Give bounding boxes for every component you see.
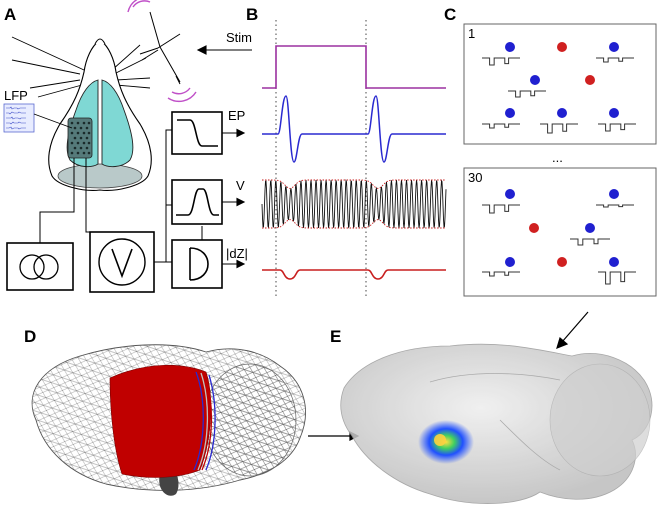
stim-trace — [262, 45, 446, 89]
electrode-dot — [609, 257, 619, 267]
panel-c: C 1 ... 30 — [444, 5, 657, 350]
v-envelope-bottom — [262, 219, 446, 229]
electrode-trace — [482, 57, 520, 66]
electrode-dot — [557, 42, 567, 52]
ep-trace — [262, 95, 446, 163]
panel-b-letter: B — [246, 5, 258, 24]
recording-wires — [11, 36, 151, 98]
glass-cerebellum — [549, 363, 651, 477]
electrode-trace — [540, 123, 578, 134]
glass-sulcus — [429, 373, 561, 383]
filter-output-arrows — [222, 128, 246, 269]
brain-right-hemisphere — [101, 79, 134, 168]
demodulator-box — [171, 239, 223, 289]
stim-arcs-top — [127, 0, 151, 13]
electrode-dot — [609, 42, 619, 52]
electrode-map-30-index: 30 — [468, 170, 482, 185]
v-label: V — [236, 178, 245, 193]
panel-b: B EP V |dZ| — [226, 5, 447, 296]
electrode-trace — [482, 204, 520, 214]
stim-arcs-bottom — [167, 87, 197, 103]
electrode-dot — [505, 42, 515, 52]
panel-e: E — [330, 327, 653, 504]
electrode-dot — [609, 108, 619, 118]
electrode-trace — [570, 238, 610, 246]
mesh-electrode-band — [109, 364, 212, 478]
lfp-label: LFP — [4, 88, 28, 103]
current-source-box — [6, 242, 74, 291]
rat-nose — [94, 38, 106, 45]
bandpass-filter-box — [171, 179, 223, 225]
dz-label: |dZ| — [226, 246, 248, 261]
electrode-trace — [596, 204, 634, 208]
electrode-trace — [508, 90, 546, 98]
electrode-map-1-frame — [463, 23, 657, 145]
electrode-trace — [482, 271, 520, 277]
panel-a: A — [3, 0, 252, 293]
electrode-trace — [596, 57, 634, 63]
dz-trace — [262, 269, 446, 280]
activation-peak — [434, 434, 446, 446]
cerebellum — [57, 163, 143, 189]
mesh-cerebellum — [203, 363, 297, 477]
electrode-trace — [482, 123, 520, 129]
electrode-map-1 — [482, 42, 636, 134]
panel-d-letter: D — [24, 327, 36, 346]
panel-e-letter: E — [330, 327, 341, 346]
electrode-map-30-frame — [463, 167, 657, 297]
mesh-band-rings — [193, 371, 216, 471]
stim-arrow — [196, 45, 252, 55]
electrode-dot — [505, 257, 515, 267]
electrode-dot — [505, 189, 515, 199]
activation-blob — [418, 420, 474, 464]
electrode-map-1-index: 1 — [468, 26, 475, 41]
v-oscillation-trace — [261, 178, 447, 229]
electrode-dot — [585, 75, 595, 85]
electrode-dot — [505, 108, 515, 118]
stim-label: Stim — [226, 30, 252, 45]
ep-label: EP — [228, 108, 245, 123]
lfp-pointer — [33, 113, 73, 129]
stim-onset-offset-markers — [275, 20, 367, 296]
voltmeter-box — [89, 231, 155, 293]
stim-electrodes — [139, 11, 181, 85]
electrode-dot — [529, 223, 539, 233]
panel-d: D — [24, 327, 360, 496]
electrode-trace — [598, 123, 636, 132]
electrode-map-30 — [482, 189, 636, 285]
electrode-dot — [557, 257, 567, 267]
map-ellipsis: ... — [552, 150, 563, 165]
electrode-array-contacts — [70, 121, 91, 155]
electrode-trace — [598, 271, 636, 285]
glass-ventricle — [499, 419, 561, 471]
panel-a-letter: A — [4, 5, 16, 24]
electrode-dot — [609, 189, 619, 199]
to-reconstruction-arrow — [556, 311, 589, 350]
lfp-traces-icon — [3, 103, 35, 133]
lowpass-filter-box — [171, 111, 223, 155]
electrode-dot — [557, 108, 567, 118]
panel-c-letter: C — [444, 5, 456, 24]
electrode-dot — [530, 75, 540, 85]
v-envelope-top — [262, 179, 446, 189]
electrode-dot — [585, 223, 595, 233]
